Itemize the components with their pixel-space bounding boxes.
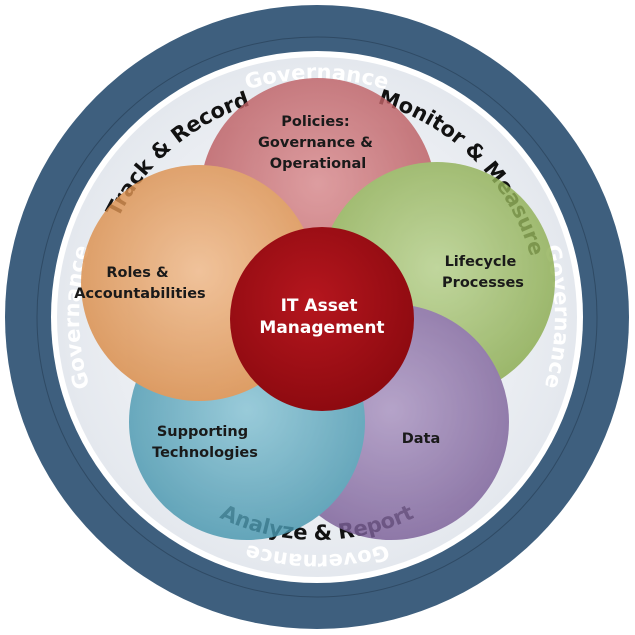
center-circle	[230, 227, 414, 411]
petal-label-roles: Roles & Accountabilities	[74, 265, 205, 302]
petal-label-policies: Policies: Governance & Operational	[258, 114, 378, 172]
petal-label-lifecycle: Lifecycle Processes	[442, 254, 524, 291]
petal-label-data: Data	[402, 431, 441, 447]
petal-label-supporting: Supporting Technologies	[152, 424, 258, 461]
center-label: IT Asset Management	[259, 296, 384, 338]
